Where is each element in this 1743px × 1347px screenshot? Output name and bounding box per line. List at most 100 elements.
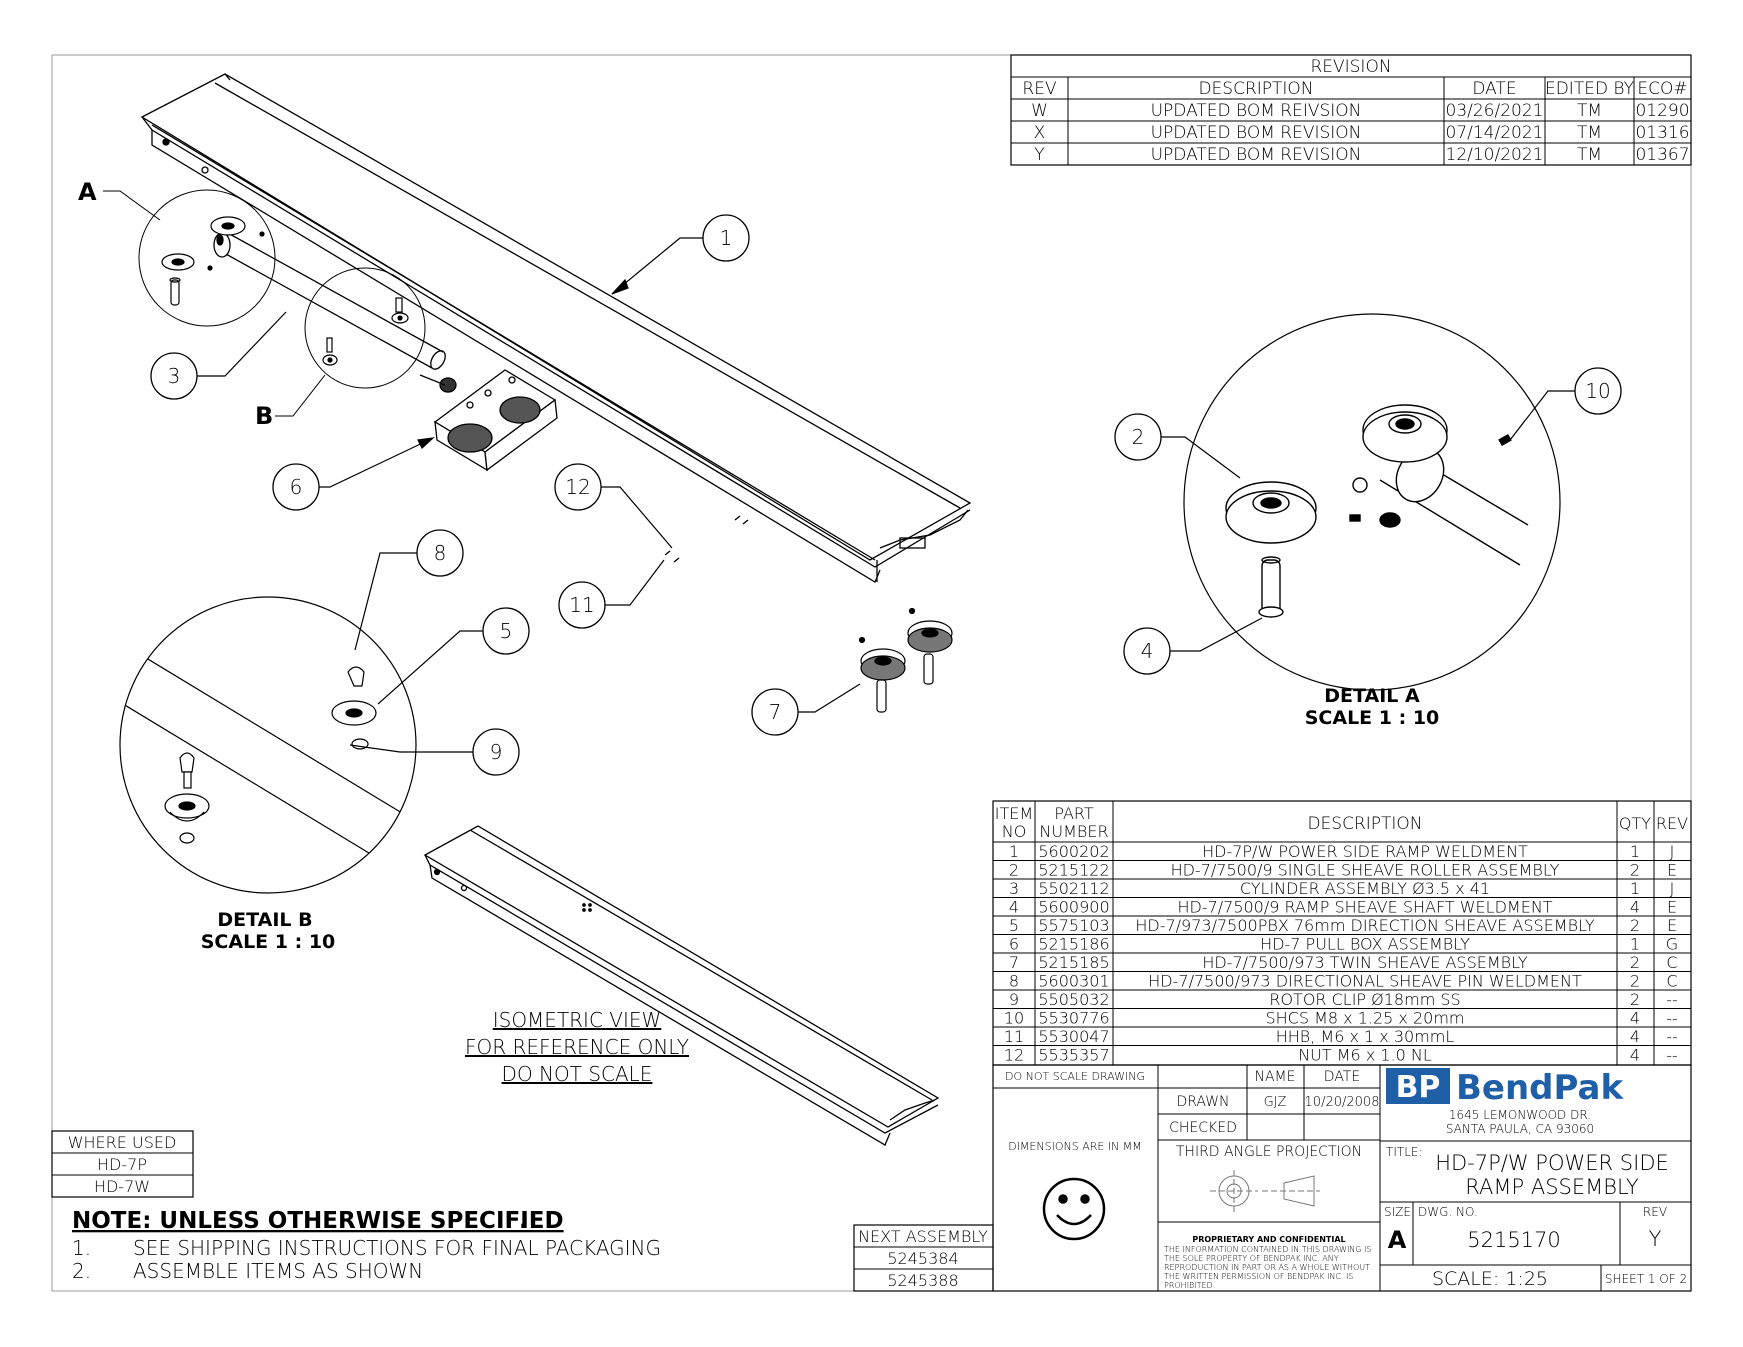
bom-qty: 1 xyxy=(1630,879,1640,898)
revision-title: REVISION xyxy=(1310,57,1391,77)
logo-bendpak-wordmark: BendPak xyxy=(1456,1068,1624,1108)
bom-part-number: 5215185 xyxy=(1038,953,1109,972)
rev-letter: X xyxy=(1034,123,1046,143)
bom-part-number: 5215186 xyxy=(1038,935,1109,954)
notes-title: NOTE: UNLESS OTHERWISE SPECIFIED xyxy=(72,1208,564,1234)
ramp-iso-view xyxy=(423,825,940,1146)
name-column-label: NAME xyxy=(1255,1069,1296,1085)
bom-header-item-2: NO xyxy=(1002,822,1027,841)
iso-note-line-2: FOR REFERENCE ONLY xyxy=(465,1035,689,1059)
proprietary-line-4: THE WRITTEN PERMISSION OF BENDPAK INC. I… xyxy=(1164,1272,1354,1281)
where-used-item: HD-7W xyxy=(94,1177,150,1196)
bom-item-no: 8 xyxy=(1009,972,1019,991)
drawn-date: 10/20/2008 xyxy=(1305,1095,1380,1110)
drawing-title-line-2: RAMP ASSEMBLY xyxy=(1465,1175,1639,1199)
detail-b-circle xyxy=(304,267,426,389)
bom-description: HD-7/7500/9 RAMP SHEAVE SHAFT WELDMENT xyxy=(1177,898,1552,917)
where-used-item: HD-7P xyxy=(97,1155,147,1174)
iso-view-note: ISOMETRIC VIEW FOR REFERENCE ONLY DO NOT… xyxy=(465,1008,689,1086)
item-balloon xyxy=(1123,627,1171,675)
bom-qty: 2 xyxy=(1630,953,1640,972)
proprietary-line-1: THE INFORMATION CONTAINED IN THIS DRAWIN… xyxy=(1164,1245,1371,1254)
iso-note-line-1: ISOMETRIC VIEW xyxy=(493,1008,662,1032)
detail-a-letter: A xyxy=(78,178,97,206)
item-balloon-number: 3 xyxy=(168,364,181,388)
note-2-text: ASSEMBLE ITEMS AS SHOWN xyxy=(133,1259,423,1283)
bom-qty: 2 xyxy=(1630,972,1640,991)
item-balloon xyxy=(751,688,799,736)
bom-description: HD-7/7500/9 SINGLE SHEAVE ROLLER ASSEMBL… xyxy=(1171,861,1560,880)
bom-rev: G xyxy=(1666,935,1678,954)
next-assembly-item: 5245384 xyxy=(887,1249,958,1268)
do-not-scale-label: DO NOT SCALE DRAWING xyxy=(1005,1070,1145,1083)
item-balloon xyxy=(150,352,198,400)
rev-header-rev: REV xyxy=(1022,79,1057,99)
item-balloon-number: 11 xyxy=(569,593,594,617)
note-1-text: SEE SHIPPING INSTRUCTIONS FOR FINAL PACK… xyxy=(133,1236,661,1260)
rev-letter: W xyxy=(1031,101,1048,121)
rev-editor: TM xyxy=(1577,123,1602,143)
bom-qty: 1 xyxy=(1630,842,1640,861)
item-balloon-number: 7 xyxy=(769,700,782,724)
rev-date: 03/26/2021 xyxy=(1446,101,1544,121)
item-balloon xyxy=(1574,367,1622,415)
bom-rev: C xyxy=(1666,953,1677,972)
bendpak-logo: BP BendPak xyxy=(1386,1068,1624,1108)
bom-rev: E xyxy=(1667,861,1677,880)
bom-rev: J xyxy=(1670,879,1675,898)
drawn-name: GJZ xyxy=(1264,1095,1287,1110)
address-line-2: SANTA PAULA, CA 93060 xyxy=(1446,1122,1594,1136)
bom-part-number: 5502112 xyxy=(1038,879,1109,898)
note-2-number: 2. xyxy=(72,1259,91,1283)
bom-qty: 4 xyxy=(1630,1046,1640,1065)
rev-value: Y xyxy=(1649,1227,1662,1251)
bom-rev: C xyxy=(1666,972,1677,991)
bom-part-number: 5505032 xyxy=(1038,990,1109,1009)
date-column-label: DATE xyxy=(1324,1069,1360,1085)
bom-item-no: 9 xyxy=(1009,990,1019,1009)
item-balloon xyxy=(416,529,464,577)
rev-header-eco: ECO# xyxy=(1637,79,1687,99)
bom-description: ROTOR CLIP Ø18mm SS xyxy=(1269,990,1460,1009)
rev-header-date: DATE xyxy=(1472,79,1516,99)
detail-b-leader xyxy=(275,374,326,417)
item-balloon xyxy=(554,463,602,511)
proprietary-title: PROPRIETARY AND CONFIDENTIAL xyxy=(1192,1235,1345,1244)
rev-editor: TM xyxy=(1577,101,1602,121)
title-label: TITLE: xyxy=(1386,1145,1423,1159)
detail-a-circle xyxy=(138,189,276,327)
bom-qty: 4 xyxy=(1630,1027,1640,1046)
dwg-no-value: 5215170 xyxy=(1467,1228,1561,1252)
bom-item-no: 7 xyxy=(1009,953,1019,972)
bom-rev: J xyxy=(1670,842,1675,861)
rev-date: 12/10/2021 xyxy=(1446,145,1544,165)
rev-description: UPDATED BOM REIVSION xyxy=(1151,101,1362,121)
bom-table: ITEM NO PART NUMBER DESCRIPTION QTY REV … xyxy=(992,800,1692,1066)
size-value: A xyxy=(1388,1226,1407,1254)
bom-part-number: 5600301 xyxy=(1038,972,1109,991)
bom-description: CYLINDER ASSEMBLY Ø3.5 x 41 xyxy=(1240,879,1490,898)
next-assembly-title: NEXT ASSEMBLY xyxy=(858,1227,988,1246)
rev-label: REV xyxy=(1643,1205,1667,1219)
item-balloon-number: 6 xyxy=(290,475,303,499)
logo-bp-mark: BP xyxy=(1396,1070,1441,1105)
bom-qty: 2 xyxy=(1630,861,1640,880)
address-line-1: 1645 LEMONWOOD DR. xyxy=(1449,1108,1591,1122)
bom-description: HD-7/7500/973 TWIN SHEAVE ASSEMBLY xyxy=(1202,953,1528,972)
detail-a-title: DETAIL A xyxy=(1324,685,1420,707)
item-balloon xyxy=(482,607,530,655)
bom-qty: 1 xyxy=(1630,935,1640,954)
proprietary-line-2: THE SOLE PROPERTY OF BENDPAK INC. ANY xyxy=(1164,1254,1339,1263)
item-balloon-number: 12 xyxy=(565,475,590,499)
bom-header-qty: QTY xyxy=(1619,814,1651,833)
bom-rev: E xyxy=(1667,898,1677,917)
pull-box-assembly xyxy=(433,369,558,472)
note-1-number: 1. xyxy=(72,1236,91,1260)
title-block xyxy=(992,1064,1692,1292)
notes-title-period: . xyxy=(519,1208,528,1234)
bom-item-no: 10 xyxy=(1004,1009,1024,1028)
bom-item-no: 3 xyxy=(1009,879,1019,898)
next-assembly-item: 5245388 xyxy=(887,1271,958,1290)
bom-description: HD-7/7500/973 DIRECTIONAL SHEAVE PIN WEL… xyxy=(1148,972,1582,991)
